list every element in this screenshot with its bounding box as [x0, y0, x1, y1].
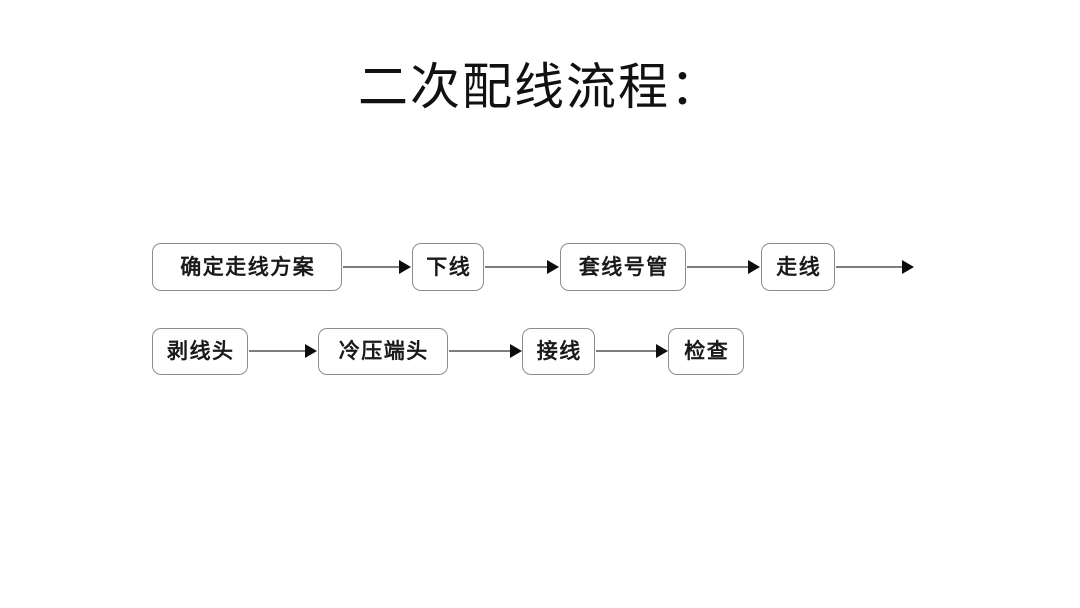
flow-step-box[interactable]: 接线 [522, 328, 595, 375]
flow-connector-arrow [249, 344, 317, 358]
flow-connector-arrow [449, 344, 522, 358]
flow-step-label: 下线 [426, 254, 472, 279]
flow-step-label: 检查 [684, 339, 730, 363]
connector-line [485, 266, 547, 269]
flow-step-box[interactable]: 剥线头 [152, 328, 248, 375]
arrowhead-icon [656, 344, 668, 358]
flow-step-label: 走线 [776, 254, 822, 279]
flow-step-box[interactable]: 确定走线方案 [152, 243, 342, 291]
flow-connector-arrow [485, 260, 559, 274]
flow-step-label: 确定走线方案 [180, 254, 316, 279]
arrowhead-icon [510, 344, 522, 358]
flow-connector-arrow [596, 344, 668, 358]
connector-line [687, 266, 748, 269]
connector-line [249, 350, 305, 353]
arrowhead-icon [547, 260, 559, 274]
flow-step-label: 接线 [536, 339, 582, 363]
connector-line [836, 266, 902, 269]
flow-continuation-arrow [836, 260, 914, 274]
page-title: 二次配线流程： [358, 59, 722, 115]
arrowhead-icon [399, 260, 411, 274]
connector-line [449, 350, 510, 353]
flow-connector-arrow [687, 260, 760, 274]
connector-line [596, 350, 656, 353]
flow-step-box[interactable]: 套线号管 [560, 243, 686, 291]
flow-step-box[interactable]: 冷压端头 [318, 328, 448, 375]
flow-step-label: 剥线头 [167, 339, 235, 363]
flow-connector-arrow [343, 260, 411, 274]
flow-step-box[interactable]: 走线 [761, 243, 835, 291]
flow-step-label: 冷压端头 [338, 339, 429, 363]
flow-step-box[interactable]: 下线 [412, 243, 484, 291]
arrowhead-icon [305, 344, 317, 358]
arrowhead-icon [902, 260, 914, 274]
flow-step-box[interactable]: 检查 [668, 328, 744, 375]
arrowhead-icon [748, 260, 760, 274]
flow-step-label: 套线号管 [578, 254, 669, 279]
connector-line [343, 266, 399, 269]
